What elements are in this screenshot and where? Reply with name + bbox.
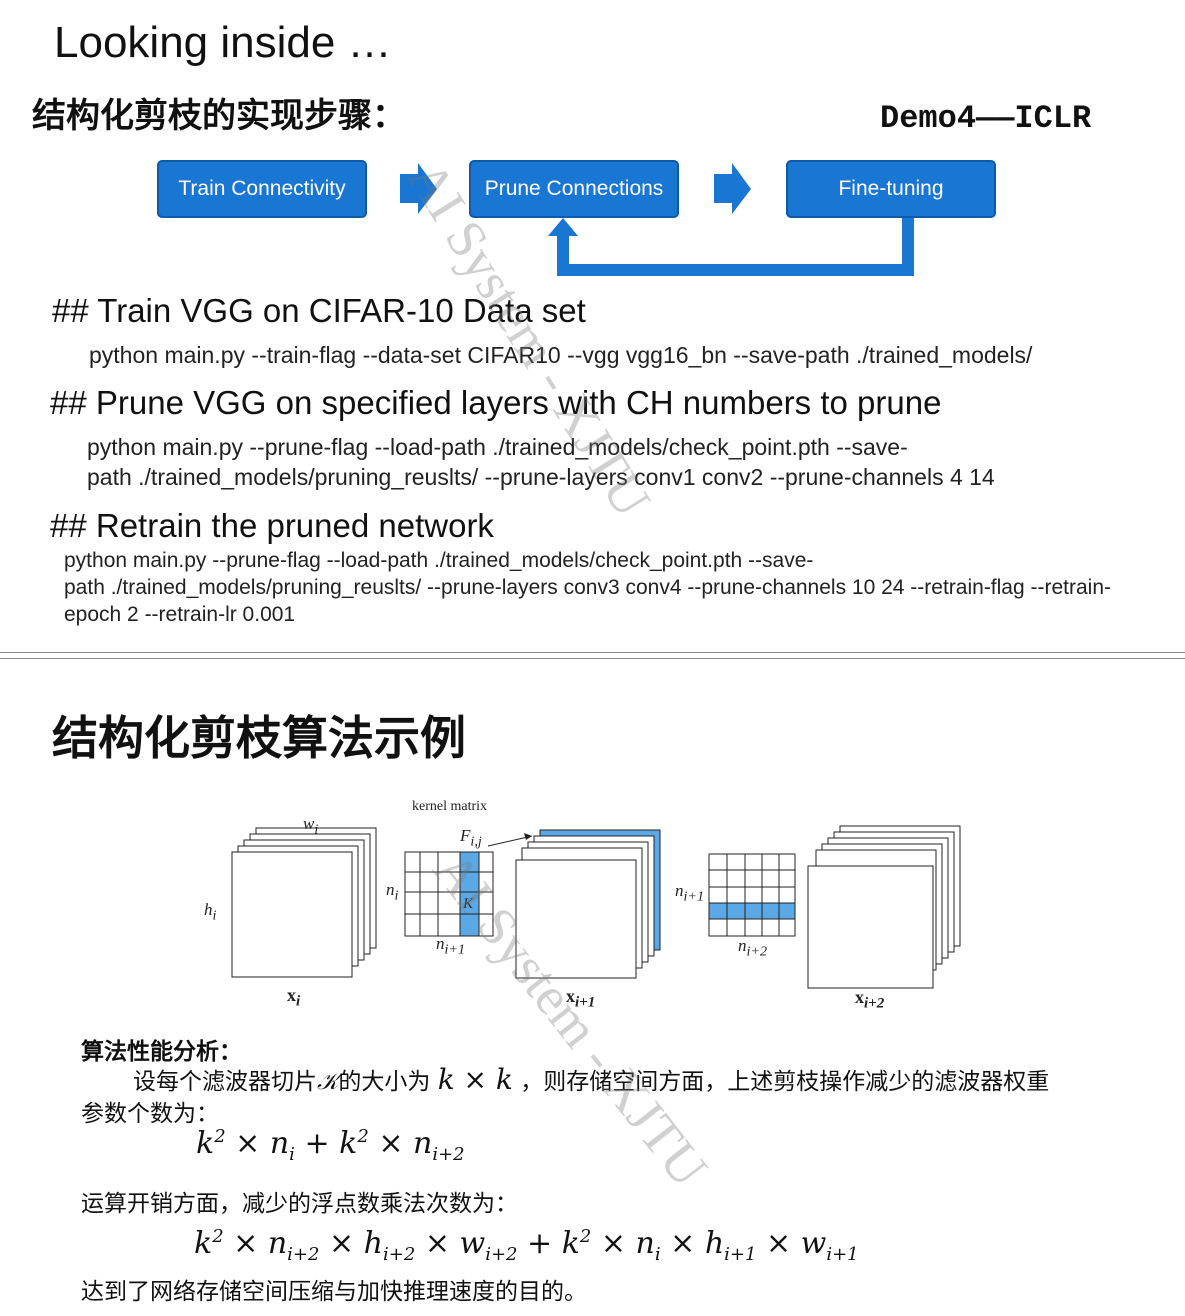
flops-formula: k2 × ni+2 × hi+2 × wi+2 + k2 × ni × hi+1… bbox=[194, 1226, 859, 1265]
flow-box-finetune: Fine-tuning bbox=[786, 160, 996, 218]
code-line: path ./trained_models/pruning_reuslts/ -… bbox=[64, 576, 1112, 599]
analysis-para-1b: 参数个数为： bbox=[81, 1101, 219, 1127]
pointer-arrow-icon bbox=[524, 833, 532, 840]
slide-subtitle: 结构化剪枝的实现步骤： bbox=[32, 96, 406, 136]
label-n-i2: ni+2 bbox=[738, 936, 768, 960]
code-line: epoch 2 --retrain-lr 0.001 bbox=[64, 603, 296, 626]
section-heading-prune: ## Prune VGG on specified layers with CH… bbox=[50, 384, 942, 421]
storage-formula: k2 × ni + k2 × ni+2 bbox=[196, 1126, 465, 1165]
flow-box-train: Train Connectivity bbox=[157, 160, 367, 218]
label-n-i: ni bbox=[386, 880, 399, 904]
feature-map-x-i2 bbox=[807, 825, 961, 989]
kernel-matrix-next bbox=[708, 853, 796, 937]
demo-label: Demo4——ICLR bbox=[880, 100, 1092, 137]
feature-map-x-i1 bbox=[515, 829, 661, 979]
label-x-i1: xi+1 bbox=[566, 986, 596, 1011]
arrow-up-icon bbox=[548, 218, 578, 236]
code-line: python main.py --prune-flag --load-path … bbox=[64, 549, 814, 572]
label-x-i2: xi+2 bbox=[855, 987, 885, 1012]
section-heading-retrain: ## Retrain the pruned network bbox=[50, 507, 494, 544]
kernel-matrix-label: kernel matrix bbox=[412, 799, 488, 814]
slide-divider bbox=[0, 652, 1185, 653]
pruning-figure bbox=[231, 825, 961, 989]
slide-divider bbox=[0, 658, 1185, 659]
code-line: path ./trained_models/pruning_reuslts/ -… bbox=[87, 464, 995, 490]
section-heading-train: ## Train VGG on CIFAR-10 Data set bbox=[52, 292, 586, 329]
analysis-heading: 算法性能分析： bbox=[81, 1039, 242, 1065]
flow-box-prune: Prune Connections bbox=[469, 160, 679, 218]
slide2-title: 结构化剪枝算法示例 bbox=[52, 711, 466, 765]
label-n-i1: ni+1 bbox=[436, 934, 466, 958]
slide-title: Looking inside … bbox=[54, 18, 392, 67]
pointer-line bbox=[487, 835, 533, 847]
kernel-matrix bbox=[404, 851, 494, 937]
code-line: python main.py --train-flag --data-set C… bbox=[89, 342, 1033, 368]
label-x-i: xi bbox=[287, 985, 301, 1010]
analysis-para-1: 设每个滤波器切片𝒦的大小为 k × k ，则存储空间方面，上述剪枝操作减少的滤波… bbox=[133, 1063, 1050, 1096]
code-line: python main.py --prune-flag --load-path … bbox=[87, 434, 908, 460]
analysis-para-2: 运算开销方面，减少的浮点数乘法次数为： bbox=[81, 1191, 518, 1217]
arrow-right-icon bbox=[400, 163, 437, 214]
analysis-para-3: 达到了网络存储空间压缩与加快推理速度的目的。 bbox=[81, 1279, 587, 1305]
label-f-ij: Fi,j bbox=[460, 826, 482, 850]
label-h-i: hi bbox=[204, 900, 217, 924]
arrow-right-icon bbox=[714, 163, 751, 214]
feedback-loop-arrow bbox=[557, 218, 914, 276]
label-w-i: wi bbox=[303, 814, 319, 838]
label-n-i1-right: ni+1 bbox=[675, 881, 705, 905]
label-k: K bbox=[463, 896, 474, 912]
feature-map-x-i bbox=[231, 827, 377, 978]
flow-arrows bbox=[400, 163, 914, 276]
